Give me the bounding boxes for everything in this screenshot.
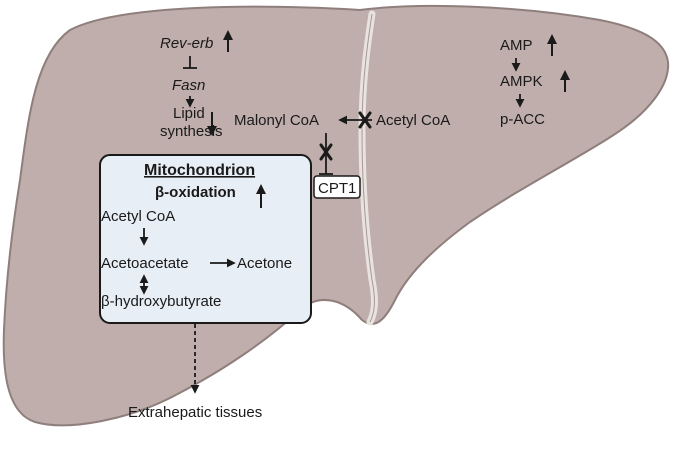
x-mark-icon (319, 143, 333, 161)
cpt1-box (313, 175, 361, 199)
rev-erb-label: Rev-erb (160, 35, 213, 52)
mito-acetyl-coa-label: Acetyl CoA (101, 208, 175, 225)
beta-oxidation-label: β-oxidation (155, 184, 236, 201)
extrahepatic-tissues-label: Extrahepatic tissues (128, 404, 262, 421)
malonyl-coa-label: Malonyl CoA (234, 112, 319, 129)
acetyl-coa-label: Acetyl CoA (376, 112, 450, 129)
ampk-label: AMPK (500, 73, 543, 90)
acetoacetate-label: Acetoacetate (101, 255, 189, 272)
lipid-label-1: Lipid (173, 105, 205, 122)
hydroxybutyrate-label: β-hydroxybutyrate (101, 293, 221, 310)
x-mark-icon (358, 111, 372, 129)
acetone-label: Acetone (237, 255, 292, 272)
p-acc-label: p-ACC (500, 111, 545, 128)
mitochondrion-box (99, 154, 312, 324)
fasn-label: Fasn (172, 77, 205, 94)
amp-label: AMP (500, 37, 533, 54)
falciform-ligament-edge (361, 13, 375, 323)
cpt1-label: CPT1 (318, 180, 356, 197)
mitochondrion-title: Mitochondrion (144, 162, 255, 179)
lipid-label-2: synthesis (160, 123, 223, 140)
